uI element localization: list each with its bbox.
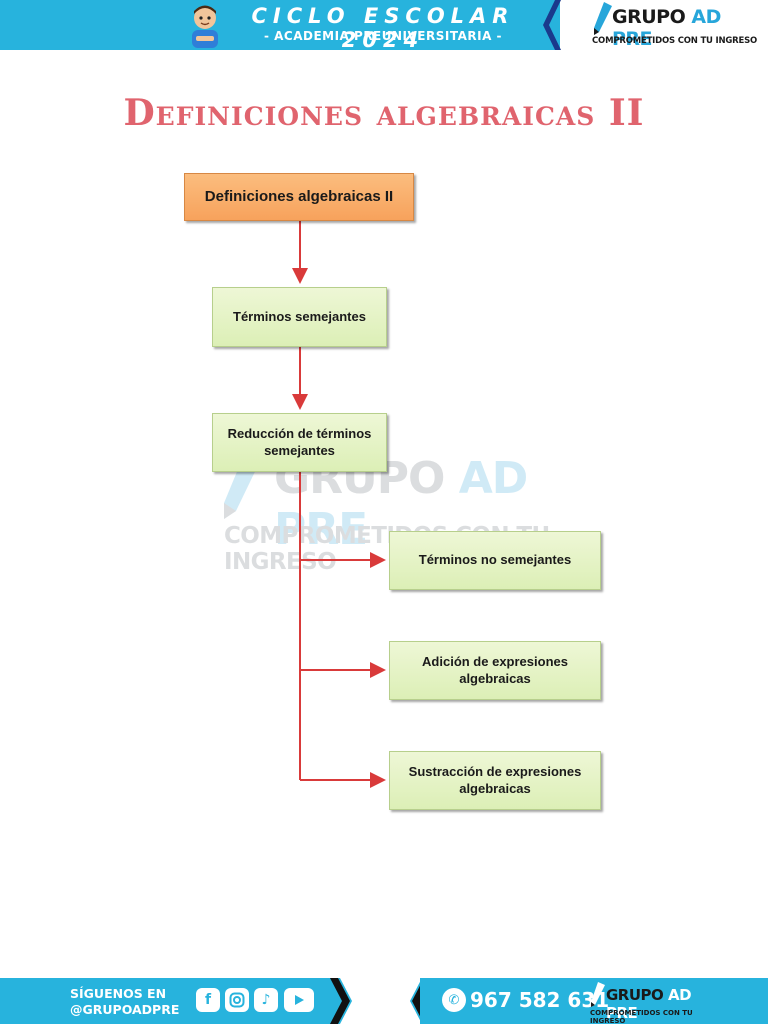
brand-name-part1: GRUPO	[612, 6, 686, 28]
footer-brand-tagline: COMPROMETIDOS CON TU INGRESO	[590, 1009, 693, 1025]
footer-pencil-icon	[591, 982, 605, 1007]
page-title: Definiciones algebraicas II	[123, 92, 645, 134]
follow-line-2: @GRUPOADPRE	[70, 1002, 180, 1017]
follow-line-1: SÍGUENOS EN	[70, 986, 167, 1001]
node-root: Definiciones algebraicas II	[184, 173, 414, 221]
brand-name: GRUPO AD PRE	[612, 6, 760, 50]
footer-band-left	[0, 978, 340, 1024]
footer-bar: SÍGUENOS EN @GRUPOADPRE f ♪ ✆ 967 582 63…	[0, 978, 768, 1025]
node-adicion: Adición de expresiones algebraicas	[389, 641, 601, 700]
whatsapp-icon[interactable]: ✆	[442, 988, 466, 1012]
footer-brand-name: GRUPO AD PRE	[606, 986, 708, 1022]
phone-number[interactable]: 967 582 631	[470, 988, 610, 1012]
cycle-title: CICLO ESCOLAR 2024	[251, 4, 515, 52]
brand-logo-header: GRUPO AD PRE COMPROMETIDOS CON TU INGRES…	[590, 2, 760, 50]
node-terminos-semejantes: Términos semejantes	[212, 287, 387, 347]
pencil-icon	[594, 2, 612, 35]
header-band	[0, 0, 560, 50]
footer-brand-name-part2: AD PRE	[606, 986, 692, 1022]
header-notch	[535, 0, 561, 50]
instagram-icon[interactable]	[225, 988, 249, 1012]
tiktok-icon[interactable]: ♪	[254, 988, 278, 1012]
brand-tagline: COMPROMETIDOS CON TU INGRESO	[592, 36, 758, 46]
brand-logo-footer: GRUPO AD PRE COMPROMETIDOS CON TU INGRES…	[588, 982, 708, 1025]
footer-brand-name-part1: GRUPO	[606, 986, 664, 1004]
node-reduccion: Reducción de términos semejantes	[212, 413, 387, 472]
brand-name-part2: AD PRE	[612, 6, 721, 50]
youtube-icon[interactable]	[284, 988, 314, 1012]
facebook-icon[interactable]: f	[196, 988, 220, 1012]
node-no-semejantes: Términos no semejantes	[389, 531, 601, 590]
mascot-icon	[192, 5, 218, 48]
header-bar: CICLO ESCOLAR 2024 - ACADEMIA PREUNIVERS…	[0, 0, 768, 52]
node-sustraccion: Sustracción de expresiones algebraicas	[389, 751, 601, 810]
cycle-subtitle: - ACADEMIA PREUNIVERSITARIA -	[263, 29, 503, 43]
follow-us-text: SÍGUENOS EN @GRUPOADPRE	[70, 986, 179, 1018]
